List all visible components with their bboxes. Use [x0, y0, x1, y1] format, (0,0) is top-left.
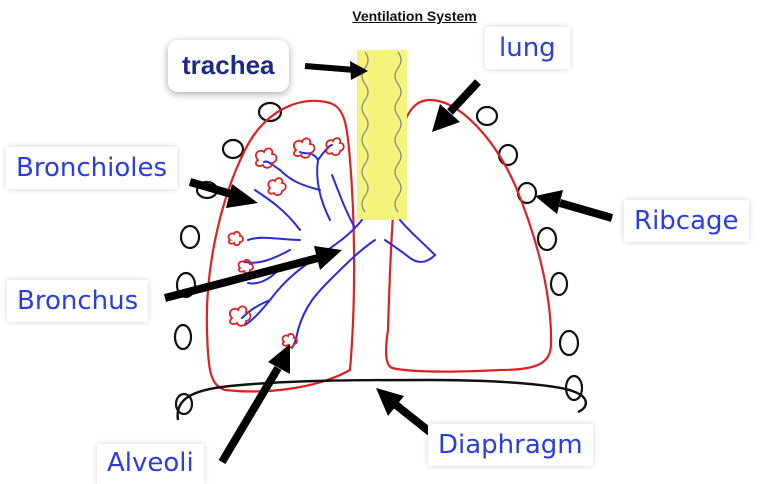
arrow-lung-shaft — [450, 82, 478, 112]
label-bronchioles: Bronchioles — [6, 147, 177, 189]
arrow-diaphragm-shaft — [396, 405, 430, 432]
arrow-bronchus-head — [314, 246, 342, 270]
bronchiole — [245, 250, 290, 263]
bronchiole — [318, 145, 332, 160]
label-bronchus: Bronchus — [7, 280, 148, 322]
alveoli-cluster — [229, 232, 243, 245]
arrow-ribcage-head — [535, 190, 563, 214]
rib — [181, 226, 199, 248]
arrow-bronchus-shaft — [165, 258, 318, 298]
rib — [175, 325, 191, 349]
label-alveoli: Alveoli — [97, 444, 204, 484]
rib — [566, 376, 582, 400]
arrow-bronchioles-head — [226, 184, 258, 208]
rib — [538, 228, 556, 250]
label-lung: lung — [485, 27, 570, 69]
label-ribcage: Ribcage — [624, 200, 749, 242]
rib — [477, 107, 497, 125]
arrow-trachea-shaft — [305, 66, 355, 70]
alveoli-cluster — [268, 178, 286, 195]
bronchiole — [248, 238, 300, 240]
arrow-alveoli-shaft — [222, 368, 278, 462]
arrow-ribcage-shaft — [560, 203, 612, 218]
bronchiole — [255, 190, 300, 230]
rib — [223, 140, 243, 158]
rib — [551, 273, 567, 295]
label-trachea: trachea — [168, 40, 289, 92]
right-lung-outline — [386, 100, 551, 372]
rib — [499, 145, 517, 165]
label-diaphragm: Diaphragm — [428, 424, 593, 466]
rib — [560, 331, 578, 355]
